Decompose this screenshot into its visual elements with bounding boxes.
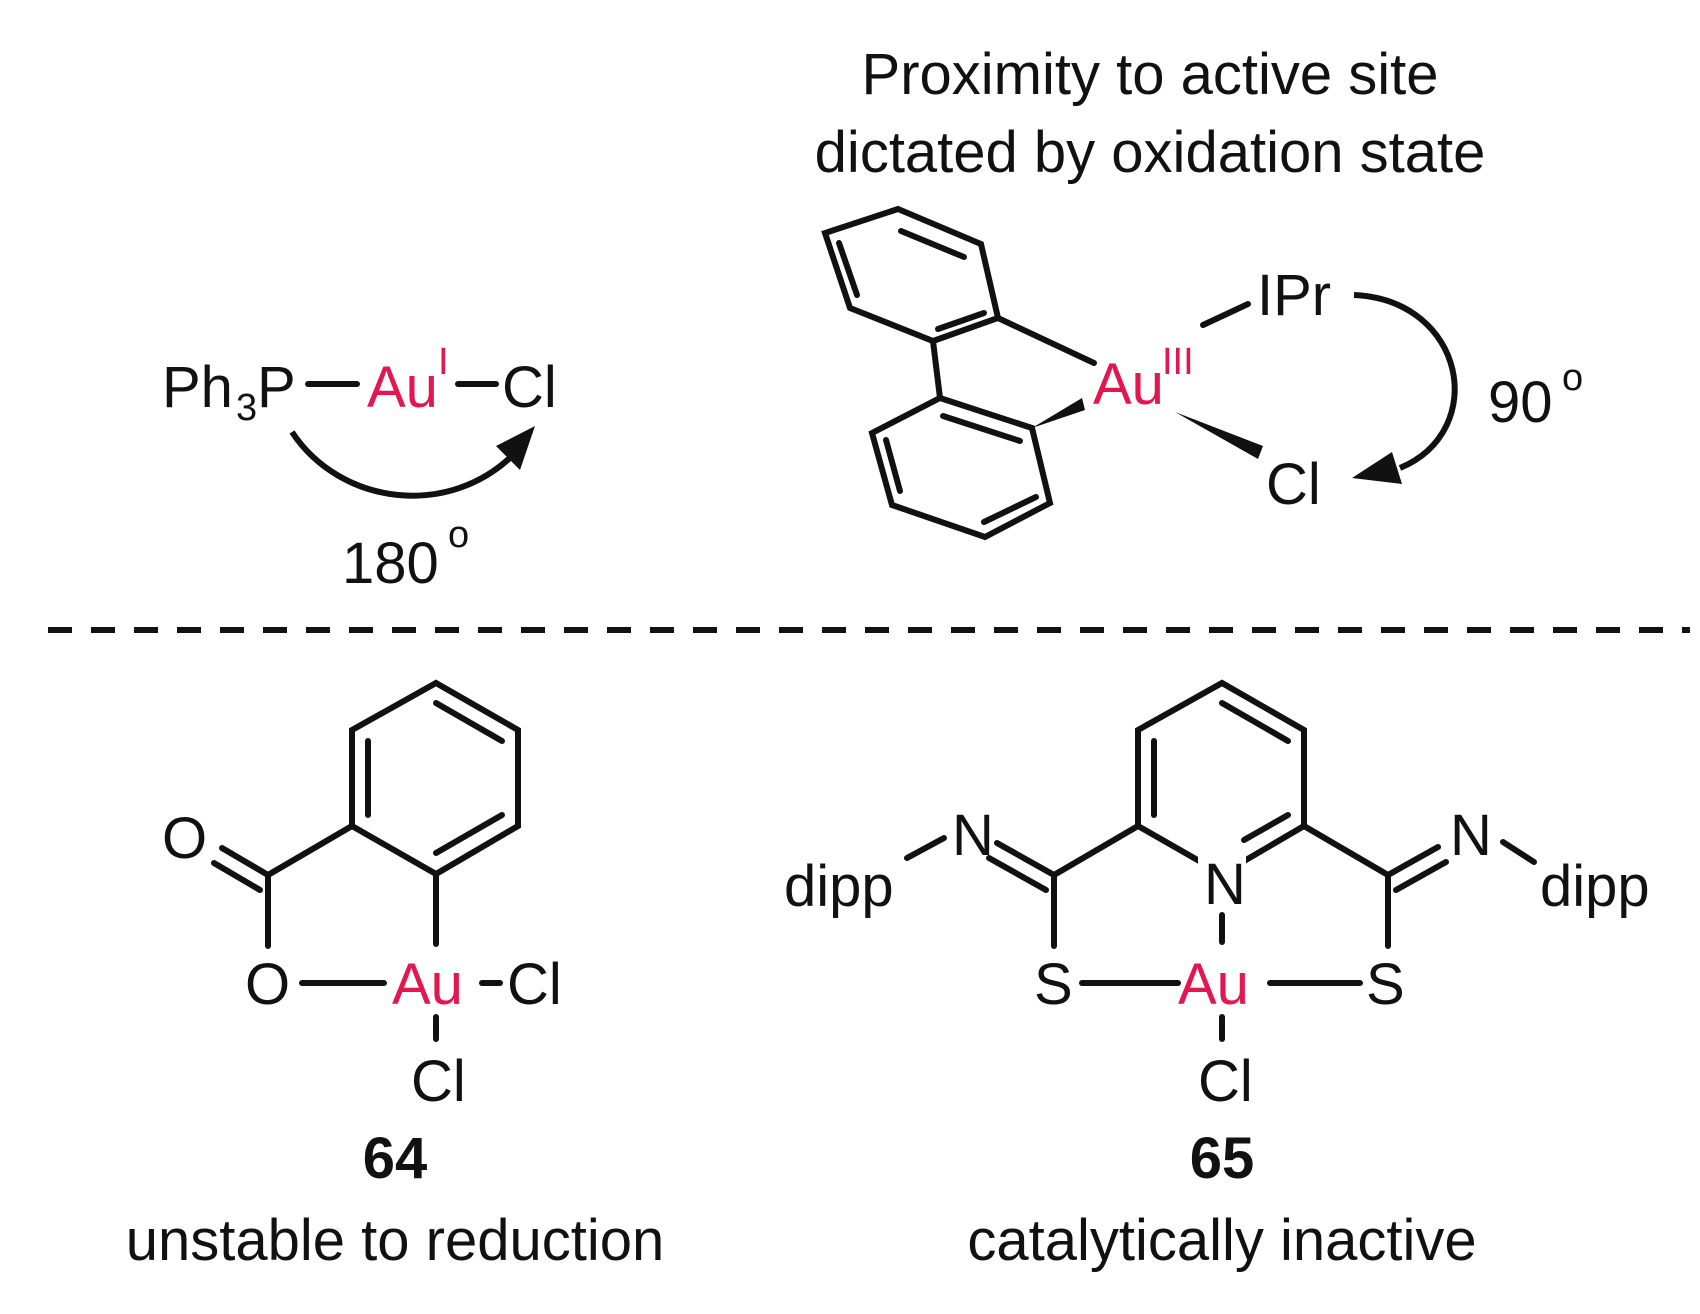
ph-subscript: 3: [236, 387, 257, 429]
gold-label: Au: [392, 952, 463, 1017]
au3-complex: Au III IPr Cl 90 o: [821, 205, 1583, 541]
oxidation-state-label: I: [438, 341, 449, 383]
n-dipp-bond-left: [904, 835, 947, 861]
biaryl-bond: [930, 338, 943, 401]
arrowhead-icon: [1352, 452, 1402, 484]
sulfur-left-label: S: [1034, 952, 1073, 1017]
header-line-1: Proximity to active site: [862, 42, 1439, 107]
arrowhead-icon: [496, 426, 535, 470]
dipp-left-label: dipp: [784, 854, 894, 919]
imine-nitrogen-left-label: N: [952, 803, 994, 868]
double-bond: [883, 437, 903, 494]
c-n-double-bond-right: [1385, 844, 1441, 878]
pyridine-ring: [1135, 679, 1307, 878]
compound-number: 65: [1190, 1126, 1255, 1191]
carbonyl-double-bond: [219, 845, 271, 878]
double-bond: [433, 700, 505, 744]
double-bond: [1241, 812, 1291, 843]
wedge-bond: [1032, 398, 1085, 428]
n-dipp-bond-right: [1500, 839, 1537, 865]
ring-thioamide-bond-right: [1301, 823, 1391, 878]
wedge-bond-cl: [1175, 412, 1263, 459]
compound-64: O O Au Cl Cl 64 unstable to reduction: [126, 679, 664, 1273]
ring-thioamide-bond-left: [1051, 823, 1141, 878]
header-line-2: dictated by oxidation state: [815, 120, 1486, 185]
chlorine-right-label: Cl: [507, 952, 562, 1017]
au1-complex: Ph 3 P Au I Cl 180 o: [162, 341, 557, 596]
compound-65: N N dipp S N dipp S Au Cl 65 catalytical…: [784, 679, 1650, 1273]
imine-nitrogen-right-label: N: [1450, 803, 1492, 868]
angle-arrow-180: [289, 430, 519, 499]
sulfur-right-label: S: [1366, 952, 1405, 1017]
chlorine-bottom-label: Cl: [411, 1049, 466, 1114]
ipr-label: IPr: [1257, 263, 1331, 328]
chlorine-label: Cl: [502, 355, 557, 420]
c-n-double-bond-right-2: [1393, 859, 1449, 893]
ph-label: Ph: [162, 355, 233, 420]
aryl-au-bond: [995, 315, 1097, 366]
angle-value: 90: [1488, 370, 1553, 435]
double-bond: [433, 812, 505, 856]
oxidation-state-label: III: [1162, 341, 1194, 383]
gold-label: Au: [1093, 352, 1164, 417]
compound-number: 64: [363, 1126, 428, 1191]
double-bond: [981, 494, 1039, 525]
ring-oxygen-label: O: [245, 952, 290, 1017]
double-bond: [836, 240, 860, 298]
chlorine-label: Cl: [1198, 1049, 1253, 1114]
angle-value: 180: [342, 531, 439, 596]
angle-arrow-90: [1353, 292, 1458, 471]
dipp-right-label: dipp: [1540, 854, 1650, 919]
degree-mark: o: [1562, 357, 1583, 399]
chlorine-label: Cl: [1266, 452, 1321, 517]
compound-caption: catalytically inactive: [967, 1208, 1476, 1273]
gold-label: Au: [1178, 952, 1249, 1017]
phosphorus-label: P: [257, 355, 296, 420]
n-label-mask: [1198, 852, 1246, 906]
au-ipr-bond: [1200, 301, 1251, 328]
double-bond: [940, 413, 1023, 444]
degree-mark: o: [448, 514, 469, 556]
benzene-ring: [349, 679, 521, 878]
double-bond: [935, 310, 987, 332]
compound-caption: unstable to reduction: [126, 1208, 664, 1273]
double-bond: [1219, 700, 1291, 744]
ring-carbonyl-bond: [265, 823, 355, 878]
carbonyl-oxygen-label: O: [162, 806, 207, 871]
pyridine-nitrogen-label: N: [1204, 852, 1246, 917]
c-n-double-bond-left-2: [986, 855, 1049, 893]
c-n-double-bond-left: [994, 840, 1057, 878]
double-bond: [898, 228, 967, 260]
carbonyl-double-bond-2: [211, 860, 263, 893]
gold-label: Au: [367, 355, 438, 420]
